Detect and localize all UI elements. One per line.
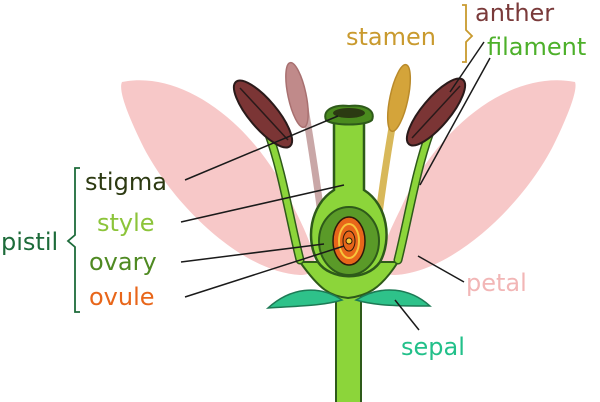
- label-filament: filament: [487, 33, 586, 61]
- back-anther-left: [285, 61, 309, 129]
- stem: [335, 291, 362, 402]
- stamen-brace: [462, 4, 474, 63]
- leader-anther: [449, 41, 485, 93]
- filament-left-fill: [265, 129, 303, 263]
- leader-lines: [180, 41, 491, 331]
- petal-left: [121, 80, 315, 275]
- label-pistil: pistil: [1, 228, 58, 256]
- label-petal: petal: [466, 269, 527, 297]
- sepal-right: [354, 289, 432, 307]
- leader-petal: [417, 255, 465, 283]
- pistil-brace: [66, 167, 80, 313]
- back-anther-right: [386, 63, 412, 133]
- label-ovary: ovary: [89, 248, 157, 276]
- receptacle: [298, 261, 400, 300]
- label-anther: anther: [475, 0, 554, 27]
- sepal-left: [265, 289, 344, 309]
- anther-left-groove: [239, 87, 289, 141]
- leader-stigma: [184, 115, 339, 181]
- label-ovule: ovule: [89, 283, 155, 311]
- leader-style: [180, 184, 345, 223]
- anther-right-groove: [411, 85, 461, 139]
- label-sepal: sepal: [401, 333, 465, 361]
- ovule-ring: [338, 223, 360, 259]
- ovule-egg: [345, 237, 353, 245]
- leader-ovary: [180, 243, 325, 263]
- leader-filament: [419, 57, 491, 186]
- label-style: style: [97, 209, 155, 237]
- leader-ovule: [184, 245, 345, 298]
- stigma-top: [333, 108, 365, 118]
- label-stamen: stamen: [346, 23, 436, 51]
- leader-sepal: [394, 299, 420, 331]
- filament-right-fill: [395, 129, 433, 263]
- petal-right: [380, 80, 576, 275]
- label-stigma: stigma: [85, 168, 167, 196]
